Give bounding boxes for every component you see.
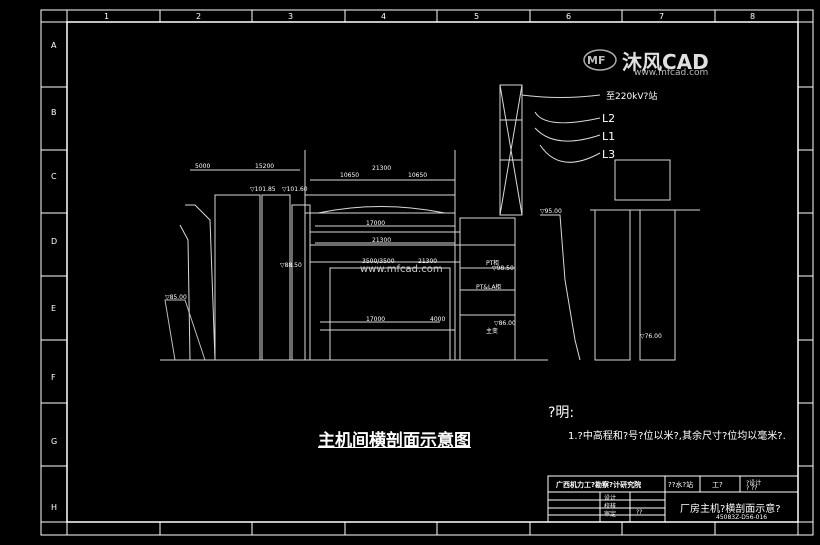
title-block-stage: 工? xyxy=(712,481,723,489)
dim-21300-c: 21300 xyxy=(418,258,438,265)
column-label-7: 7 xyxy=(659,12,665,21)
title-block-date: ?? xyxy=(636,509,643,516)
dim-21300-a: 21300 xyxy=(372,165,392,172)
row-label-b: B xyxy=(51,108,57,117)
elev-98-50: ▽98.50 xyxy=(492,265,514,272)
title-block-design: 设计 xyxy=(604,495,617,502)
row-label-d: D xyxy=(51,237,58,246)
column-label-5: 5 xyxy=(474,12,480,21)
powerhouse-section xyxy=(160,84,700,361)
title-block-drawing-no: 45083Z-D56-016 xyxy=(716,514,768,521)
notes-heading: ?明: xyxy=(548,405,575,421)
title-block-design-stage: ?设计 xyxy=(746,480,762,487)
dim-10650-a: 10650 xyxy=(340,172,360,179)
column-label-4: 4 xyxy=(381,12,387,21)
dim-5000: 5000 xyxy=(195,163,211,170)
row-label-a: A xyxy=(51,41,57,50)
label-to-220kv: 至220kV?站 xyxy=(606,92,658,102)
column-label-8: 8 xyxy=(750,12,756,21)
title-block-institute: 广西机力工?勘察?计研究院 xyxy=(556,481,642,489)
room-pt-la: PT&LA柜 xyxy=(476,284,502,291)
row-label-g: G xyxy=(51,437,58,446)
elev-76-00: ▽76.00 xyxy=(640,333,662,340)
drawing-title: 主机间横剖面示意图 xyxy=(318,431,471,451)
elev-88-50: ▽88.50 xyxy=(280,262,302,269)
elev-85-00: ▽85.00 xyxy=(165,294,187,301)
room-transformer: 主变 xyxy=(486,328,499,335)
room-pt: PT柜 xyxy=(486,260,500,267)
elev-86-00: ▽86.00 xyxy=(494,320,516,327)
label-l2: L2 xyxy=(602,112,616,125)
dim-15200: 15200 xyxy=(255,163,275,170)
dim-21300-b: 21300 xyxy=(372,237,392,244)
column-label-1: 1 xyxy=(104,12,110,21)
elev-95-00: ▽95.00 xyxy=(540,208,562,215)
label-l3: L3 xyxy=(602,148,616,161)
dim-17000-a: 17000 xyxy=(366,220,386,227)
svg-text:MF: MF xyxy=(587,54,605,67)
label-l1: L1 xyxy=(602,130,616,143)
dim-3500: 3500/3500 xyxy=(362,258,395,265)
title-block-approve: 审定 xyxy=(604,511,617,518)
center-watermark: www.mfcad.com xyxy=(360,264,443,275)
title-block-check: 校核 xyxy=(604,503,617,510)
mf-logo-icon: MF xyxy=(583,49,617,71)
logo-brand: 沐风CAD xyxy=(622,50,709,74)
title-block xyxy=(547,475,799,523)
row-label-c: C xyxy=(51,172,57,181)
elev-101-60: ▽101.60 xyxy=(282,186,308,193)
row-label-h: H xyxy=(51,503,58,512)
column-label-2: 2 xyxy=(196,12,202,21)
title-block-project: ??水?站 xyxy=(668,481,694,489)
title-block-scale: ? ?? xyxy=(746,485,758,492)
logo-url: www.mfcad.com xyxy=(634,68,709,78)
notes-line-1: 1.?中高程和?号?位以米?,其余尺寸?位均以毫米?. xyxy=(568,431,786,442)
outer-frame xyxy=(40,9,814,536)
dim-10650-b: 10650 xyxy=(408,172,428,179)
column-label-3: 3 xyxy=(288,12,294,21)
dim-4000: 4000 xyxy=(430,316,446,323)
title-block-drawing-name: 厂房主机?横剖面示意? xyxy=(680,504,781,515)
row-label-e: E xyxy=(51,304,57,313)
row-label-f: F xyxy=(51,373,56,382)
elev-101-85: ▽101.85 xyxy=(250,186,276,193)
column-label-6: 6 xyxy=(566,12,572,21)
dim-17000-b: 17000 xyxy=(366,316,386,323)
